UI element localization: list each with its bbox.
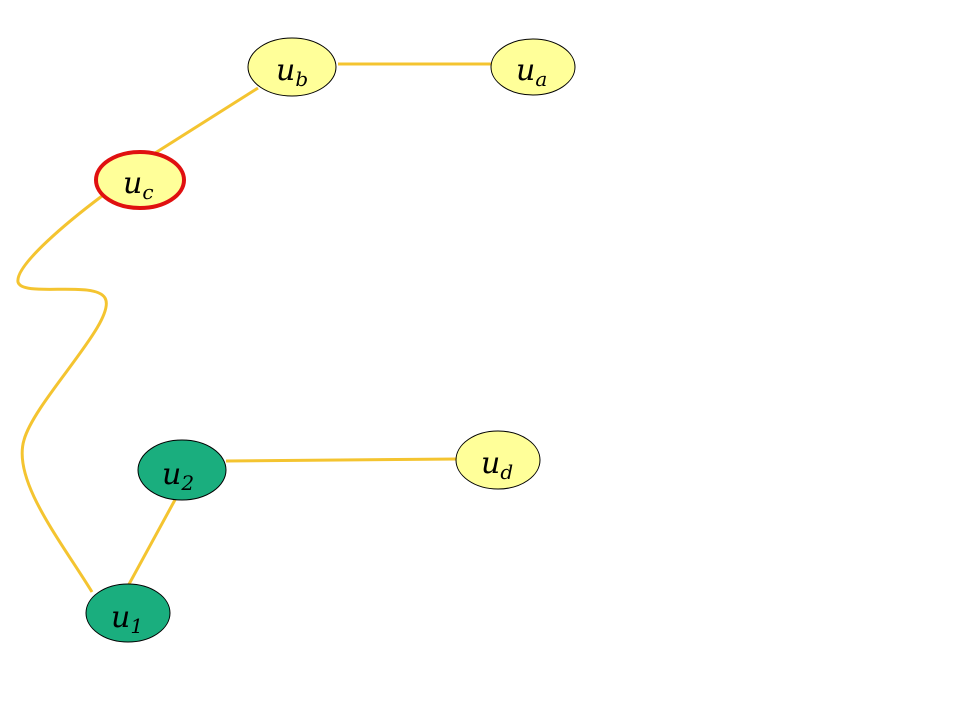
node-ub-shape: [247, 37, 337, 97]
node-ud[interactable]: ud: [455, 430, 541, 490]
node-u1[interactable]: u1: [85, 583, 171, 643]
node-u2-base: u: [162, 457, 181, 492]
node-uc-shape: [94, 150, 186, 210]
edges: [16, 62, 498, 593]
node-uc[interactable]: uc: [94, 150, 186, 210]
node-ub-base: u: [276, 53, 295, 88]
node-ud-shape: [455, 430, 541, 490]
edge-ub-uc: [151, 86, 259, 157]
node-u1-base: u: [111, 600, 130, 635]
svg-text:u1: u1: [111, 600, 143, 638]
svg-text:uc: uc: [123, 166, 154, 204]
edge-u2-u1: [126, 497, 178, 587]
node-ud-sub: d: [500, 460, 513, 484]
svg-text:ub: ub: [276, 53, 308, 91]
node-u1-shape: [85, 583, 171, 643]
node-u2-sub: 2: [180, 471, 194, 495]
node-uc-base: u: [123, 166, 142, 201]
node-uc-sub: c: [142, 180, 153, 204]
svg-text:ud: ud: [481, 446, 513, 484]
node-ub[interactable]: ub: [247, 37, 337, 97]
node-u1-sub: 1: [130, 614, 143, 638]
node-u2[interactable]: u2: [137, 439, 227, 501]
edge-uc-u1: [16, 194, 108, 593]
svg-text:u2: u2: [162, 457, 194, 495]
node-ua-shape: [490, 38, 576, 96]
node-ua-base: u: [516, 53, 535, 88]
node-ua-sub: a: [535, 67, 547, 91]
node-ub-sub: b: [295, 67, 308, 91]
node-u2-shape: [137, 439, 227, 501]
node-ud-base: u: [481, 446, 500, 481]
edge-u2-ud: [225, 457, 459, 463]
node-ua[interactable]: ua: [490, 38, 576, 96]
svg-text:ua: ua: [516, 53, 547, 91]
